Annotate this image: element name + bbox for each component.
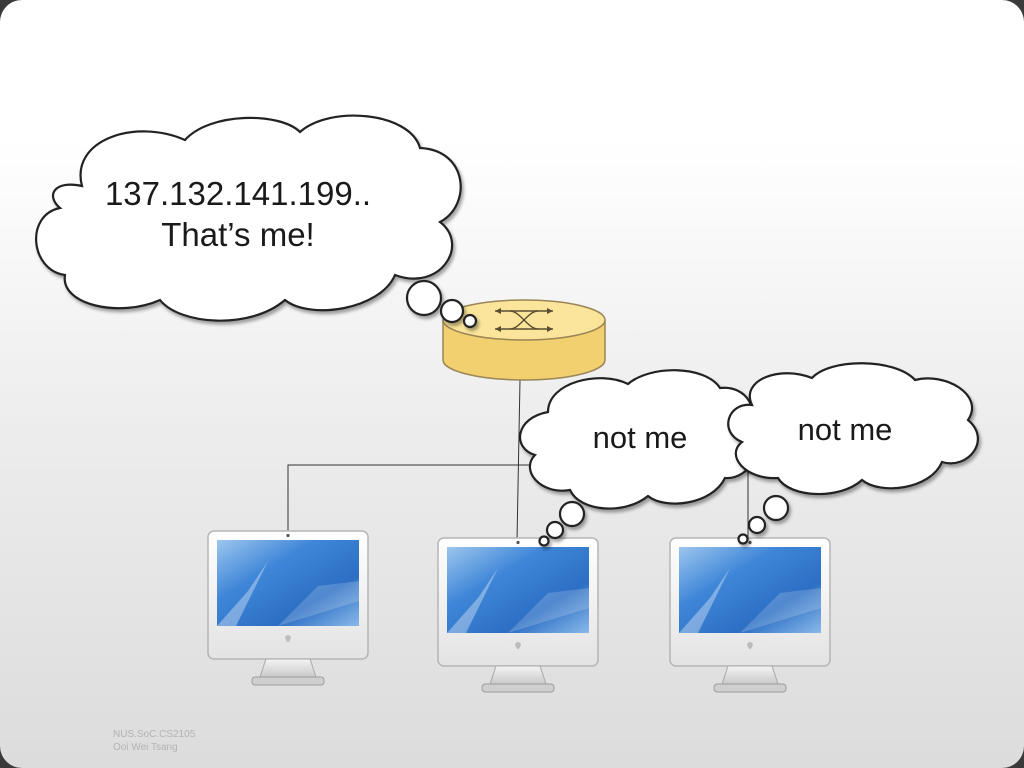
link-hub-to-left-computer: [287, 464, 540, 531]
imac-computer-icon: [207, 530, 369, 686]
computer-middle: [437, 537, 599, 693]
router-thought-line1: 137.132.141.199..: [105, 175, 371, 212]
right-computer-thought-text: not me: [798, 412, 893, 447]
network-links: [287, 379, 749, 542]
router-icon: [442, 299, 606, 381]
computer-right: [669, 537, 831, 693]
imac-computer-icon: [437, 537, 599, 693]
middle-computer-thought-bubble: [519, 369, 759, 547]
link-router-to-middle-computer: [516, 379, 521, 542]
footer-course-code: NUS.SoC.CS2105: [113, 729, 196, 740]
footer-credit: NUS.SoC.CS2105 Ooi Wei Tsang: [113, 728, 195, 754]
router-thought-line2: That’s me!: [161, 216, 314, 253]
router-thought-bubble: [35, 114, 478, 329]
computer-left: [207, 530, 369, 686]
right-computer-thought-bubble: [727, 362, 979, 545]
middle-computer-thought-text: not me: [593, 420, 688, 455]
imac-computer-icon: [669, 537, 831, 693]
footer-author: Ooi Wei Tsang: [113, 742, 178, 753]
